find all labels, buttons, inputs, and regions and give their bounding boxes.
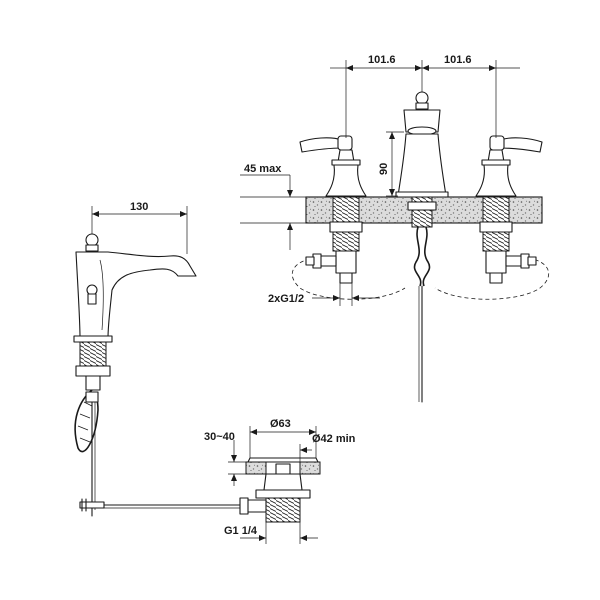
spout-base-ring	[395, 191, 449, 198]
label-spout-reach: 130	[130, 201, 148, 213]
side-mount-nut	[75, 365, 111, 377]
right-lever-hub	[489, 135, 505, 151]
right-valve-body	[485, 250, 507, 274]
side-lift-knob	[85, 233, 99, 247]
label-spout-height: 90	[378, 163, 390, 175]
spout-braided-hose-2	[422, 226, 431, 287]
drain-nut	[255, 489, 311, 499]
drain-dimensions	[228, 426, 318, 544]
label-spacing-right: 101.6	[444, 54, 472, 66]
left-hose-swing-arc	[291, 256, 406, 300]
dimension-lines-front	[240, 60, 520, 306]
lift-rod-knob	[415, 91, 429, 105]
right-nut	[479, 221, 513, 233]
right-handle-collar	[481, 159, 511, 166]
front-view	[240, 60, 550, 403]
left-handle-collar	[331, 159, 361, 166]
left-lever	[299, 137, 343, 153]
drain-body-upper	[263, 473, 303, 491]
drain-basin-section-left	[245, 461, 267, 475]
drain-pivot-fitting	[239, 497, 267, 515]
label-drain-flange: Ø63	[270, 418, 291, 430]
right-hose-swing-arc	[434, 256, 550, 300]
side-braided-hose-pattern	[77, 401, 93, 443]
drain-flange	[247, 457, 319, 463]
right-lever	[499, 137, 543, 153]
right-hose-fitting	[505, 253, 537, 269]
right-inlet-stub	[489, 272, 503, 284]
side-shank-threaded	[79, 341, 107, 369]
side-base-ring	[73, 335, 113, 343]
left-valve-body	[335, 250, 357, 274]
side-lift-cap	[85, 244, 99, 252]
drain-tailpiece	[265, 497, 301, 523]
lift-rod-cap	[415, 102, 429, 110]
right-handle-body	[475, 164, 517, 197]
spout-braided-hose	[413, 226, 422, 287]
label-drain-thread: G1 1/4	[224, 525, 258, 537]
right-handle-valve	[475, 135, 543, 284]
label-deck-max: 45 max	[244, 163, 282, 175]
left-handle-body	[325, 164, 367, 197]
spout-body	[397, 133, 447, 197]
side-spout-inner	[99, 259, 104, 331]
left-handle-valve	[299, 135, 367, 284]
left-nut	[329, 221, 363, 233]
drain-assembly	[228, 426, 321, 544]
label-spacing-left: 101.6	[368, 54, 396, 66]
left-hose-fitting	[305, 253, 337, 269]
label-drain-range: 30~40	[204, 431, 235, 443]
pop-up-linkage	[79, 498, 247, 512]
label-hole-min: Ø42 min	[312, 433, 356, 445]
side-lever-stem	[87, 293, 97, 305]
spout-top-outlet	[403, 109, 441, 133]
left-lever-hub	[337, 135, 353, 151]
drain-basin-section-right	[299, 461, 321, 475]
side-view	[73, 206, 247, 517]
left-inlet-stub	[339, 272, 353, 284]
side-hose-end	[85, 391, 99, 403]
side-lower-shank	[85, 375, 101, 391]
center-spout	[395, 91, 449, 403]
dimension-130	[91, 206, 188, 254]
label-supply-thread: 2xG1/2	[268, 293, 304, 305]
spout-mount-nut	[407, 201, 437, 211]
dimension-labels: 101.6 101.6 45 max 90 2xG1/2 130 Ø63 30~…	[130, 54, 472, 537]
